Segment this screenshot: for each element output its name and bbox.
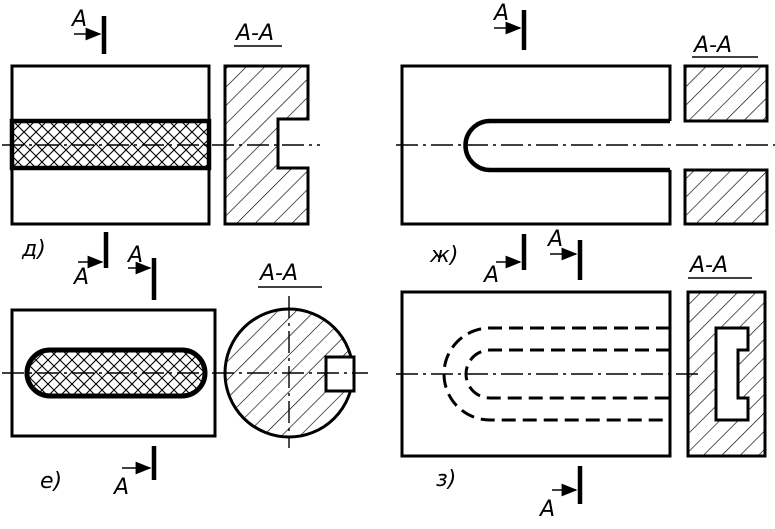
marker-e-bottom-letter: А <box>112 475 129 500</box>
figure-d-label: д) <box>21 237 46 262</box>
section-zh-title: А-А <box>692 33 732 58</box>
marker-zh-top-letter: А <box>492 1 509 26</box>
marker-e-top-letter: А <box>126 243 143 268</box>
section-z-shape <box>686 290 767 458</box>
figure-e: А А-А е) А <box>2 243 368 500</box>
figure-zh-label: ж) <box>429 243 458 268</box>
section-zh-upper <box>683 64 769 123</box>
section-z-title: А-А <box>688 253 728 278</box>
figure-z: А А-А з) А <box>396 227 767 522</box>
figure-e-label: е) <box>40 469 62 494</box>
marker-d-top-letter: А <box>70 7 87 32</box>
section-e-title: А-А <box>258 261 298 286</box>
marker-zh-bottom-letter: А <box>482 263 499 288</box>
marker-d-bottom-letter: А <box>72 265 89 290</box>
figure-z-label: з) <box>436 467 456 492</box>
marker-z-top-letter: А <box>546 227 563 252</box>
figure-zh: А А-А ж) А <box>396 1 775 288</box>
view-z-hidden-inner <box>464 348 670 400</box>
marker-z-bottom-letter: А <box>538 497 555 522</box>
section-e-notch <box>324 355 356 393</box>
figure-d: А А-А д) А <box>2 7 320 290</box>
section-d-title: А-А <box>234 21 274 46</box>
section-zh-lower <box>683 168 769 226</box>
view-zh-slot <box>463 118 670 173</box>
